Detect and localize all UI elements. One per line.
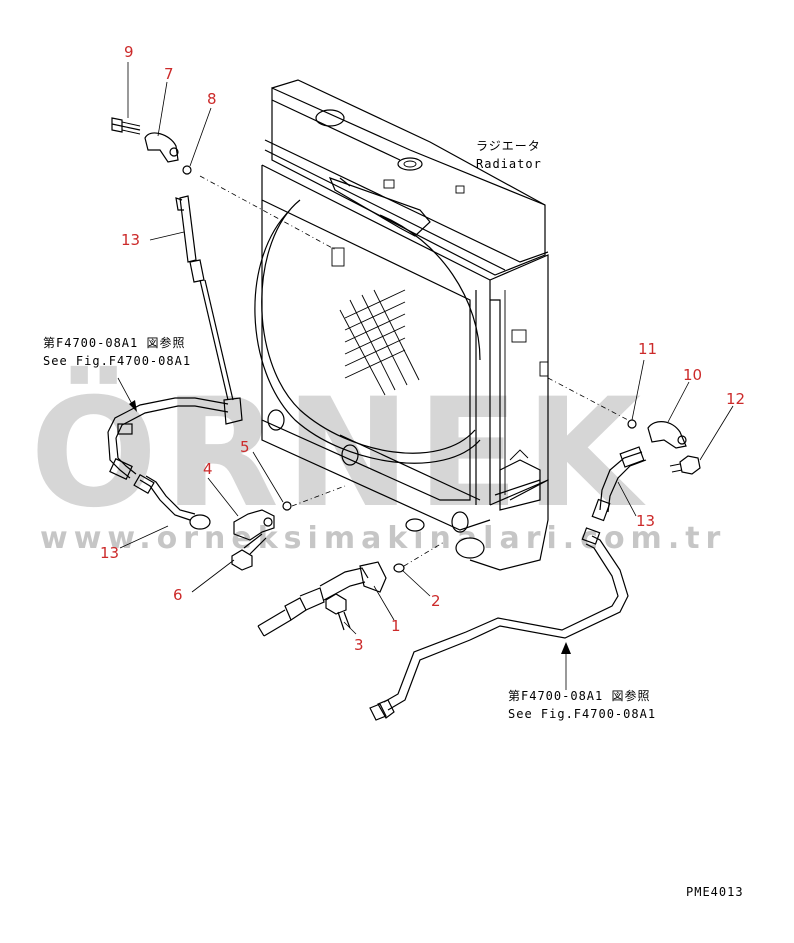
lower-hose-group [257,541,445,637]
callout-10: 10 [683,366,702,384]
radiator-label-en: Radiator [476,157,542,171]
callout-7: 7 [164,65,174,83]
callout-3: 3 [354,636,364,654]
callout-4: 4 [203,460,213,478]
watermark-url: www.orneksimakinalari.com.tr [40,521,726,556]
callout-13-left: 13 [100,544,119,562]
see-ref-bottom-jp: 第F4700-08A1 図参照 [508,688,650,703]
callout-12: 12 [726,390,745,408]
watermark: ÖRNEK www.orneksimakinalari.com.tr [30,365,726,556]
see-ref-top-en: See Fig.F4700-08A1 [43,354,191,368]
see-ref-top-jp: 第F4700-08A1 図参照 [43,335,185,350]
callout-5: 5 [240,438,250,456]
callout-2: 2 [431,592,441,610]
radiator-label-jp: ラジエータ [476,139,541,153]
watermark-brand: ÖRNEK [30,365,647,541]
radiator-assembly [254,79,549,571]
callout-11: 11 [638,340,657,358]
drawing-code: PME4013 [686,885,744,899]
left-hose-group [107,117,346,571]
callout-9: 9 [124,43,134,61]
callout-13-upper: 13 [121,231,140,249]
text-layer: ラジエータ Radiator 第F4700-08A1 図参照 See Fig.F… [43,43,745,899]
callout-13-right: 13 [636,512,655,530]
callout-8: 8 [207,90,217,108]
callout-1: 1 [391,617,401,635]
callout-6: 6 [173,586,183,604]
see-ref-bottom-en: See Fig.F4700-08A1 [508,707,656,721]
leader-lines [117,62,734,690]
